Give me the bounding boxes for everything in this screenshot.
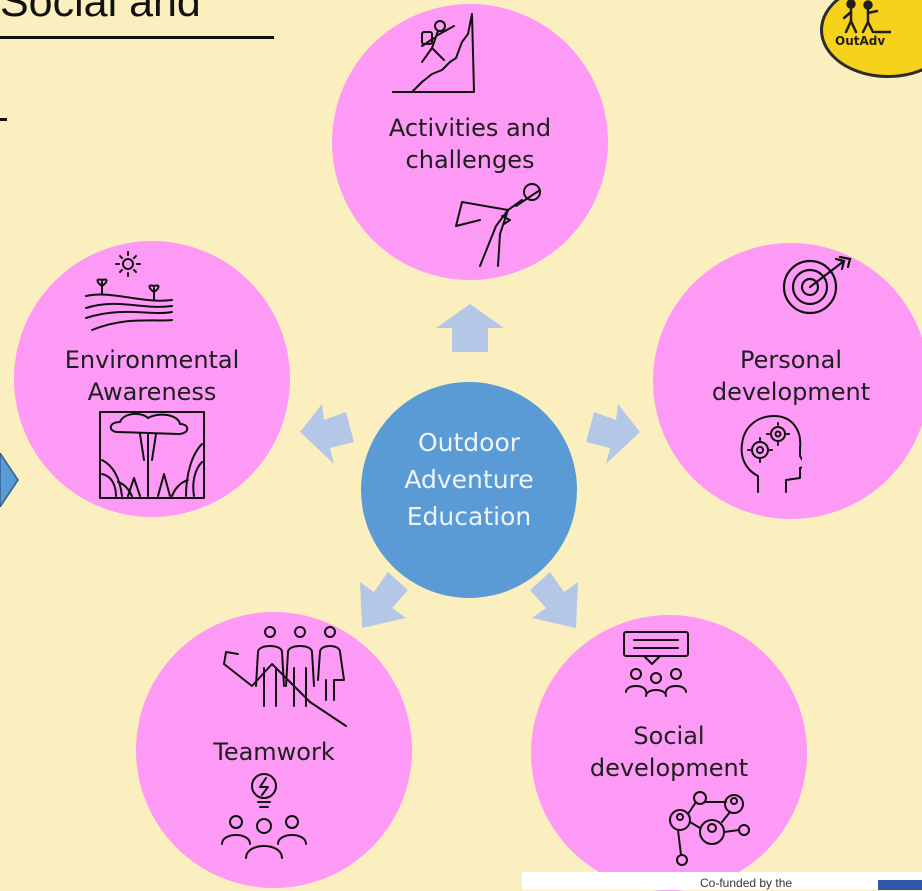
divider-mark [0, 118, 7, 121]
footer-band [522, 872, 922, 890]
footer-text: Co-funded by the [700, 876, 793, 890]
team-growth-icon [223, 626, 347, 727]
page-title: Social and [0, 0, 201, 26]
node-social-label: Social development [589, 722, 749, 782]
organization-logo: OutAdv [820, 0, 922, 78]
landscape-icon [85, 251, 173, 331]
arrow-upper-left [300, 404, 354, 464]
hikers-icon [842, 0, 891, 34]
node-teamwork-label: Teamwork [213, 738, 335, 766]
forest-icon [99, 411, 205, 499]
node-teamwork [136, 612, 412, 888]
target-icon [782, 255, 852, 315]
arrow-upper-right [586, 404, 640, 464]
center-circle [361, 382, 577, 598]
arrow-up [436, 304, 504, 352]
node-personal-label: Personal development [711, 346, 871, 406]
title-underline [0, 36, 274, 39]
node-environmental-label: Environmental Awareness [64, 346, 240, 406]
chat-group-icon [623, 631, 689, 697]
left-arrow-shape [0, 453, 19, 507]
node-personal [653, 243, 922, 519]
node-environmental [14, 241, 290, 517]
arrow-lower-right [530, 572, 578, 628]
arrow-lower-left [360, 572, 408, 628]
idea-team-icon [221, 773, 307, 859]
center-label: Outdoor Adventure Education [404, 428, 534, 531]
node-activities-label: Activities and challenges [388, 114, 552, 174]
eu-flag [878, 880, 922, 890]
node-activities [332, 4, 608, 280]
head-gears-icon [740, 415, 802, 493]
climber-icon [392, 13, 475, 93]
superhero-icon [455, 183, 541, 267]
node-social [531, 615, 807, 891]
network-icon [669, 791, 750, 866]
logo-text: OutAdv [835, 34, 886, 48]
